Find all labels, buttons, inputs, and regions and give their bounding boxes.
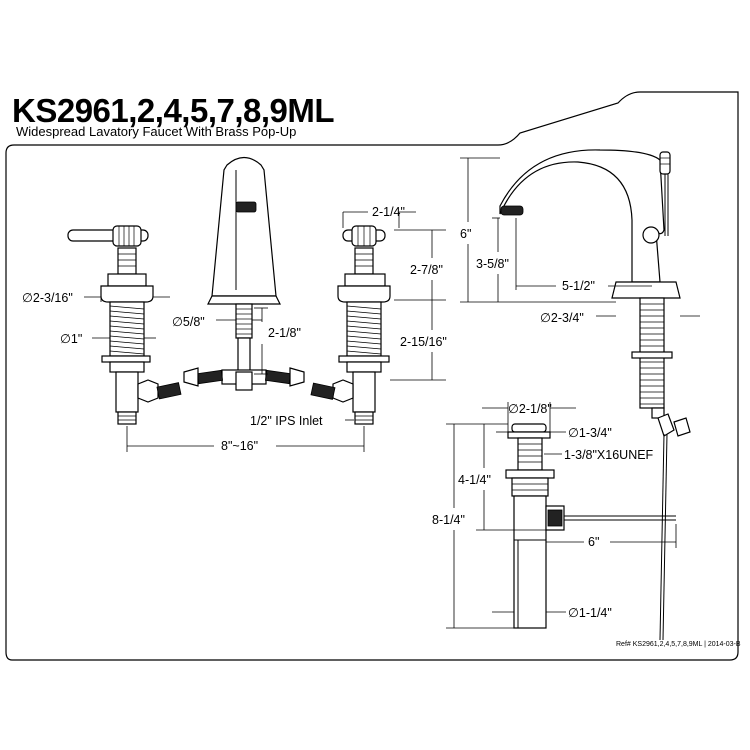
dim-pivot-rod: 6" bbox=[588, 535, 599, 549]
dim-spout-shank-dia: ∅5/8" bbox=[172, 315, 205, 329]
dim-handle-shank: ∅1" bbox=[60, 332, 82, 346]
dim-spout-shank-len: 2-1/8" bbox=[268, 326, 301, 340]
dim-tailpiece: ∅1-1/4" bbox=[568, 606, 612, 620]
dim-drain-flange: ∅2-1/8" bbox=[508, 402, 552, 416]
dim-spout-base: ∅2-3/4" bbox=[540, 311, 584, 325]
product-description: Widespread Lavatory Faucet With Brass Po… bbox=[16, 124, 296, 139]
dim-drain-cap: ∅1-3/4" bbox=[568, 426, 612, 440]
dim-handle-width: 2-1/4" bbox=[372, 205, 405, 219]
dim-handle-height: 2-7/8" bbox=[410, 263, 443, 277]
dim-spread: 8"~16" bbox=[221, 439, 258, 453]
dim-handle-shank-len: 2-15/16" bbox=[400, 335, 447, 349]
dim-spout-clearance: 3-5/8" bbox=[476, 257, 509, 271]
dim-inlet: 1/2" IPS Inlet bbox=[250, 414, 323, 428]
dim-drain-thread: 1-3/8"X16UNEF bbox=[564, 448, 654, 462]
dimension-lines bbox=[84, 157, 700, 629]
dim-handle-flange: ∅2-3/16" bbox=[22, 291, 73, 305]
drawing-frame bbox=[5, 91, 739, 661]
dim-drain-body: 4-1/4" bbox=[458, 473, 491, 487]
dim-spout-reach: 5-1/2" bbox=[562, 279, 595, 293]
dim-spout-height: 6" bbox=[460, 227, 471, 241]
spout-side-view bbox=[499, 149, 691, 641]
dim-drain-total: 8-1/4" bbox=[432, 513, 465, 527]
spout-front-view bbox=[183, 156, 305, 391]
reference-number: Ref# KS2961,2,4,5,7,8,9ML | 2014-03-B bbox=[616, 641, 741, 648]
right-handle-valve bbox=[310, 225, 391, 425]
model-title: KS2961,2,4,5,7,8,9ML bbox=[12, 92, 334, 129]
left-handle-valve bbox=[67, 225, 182, 425]
popup-drain bbox=[505, 423, 676, 629]
